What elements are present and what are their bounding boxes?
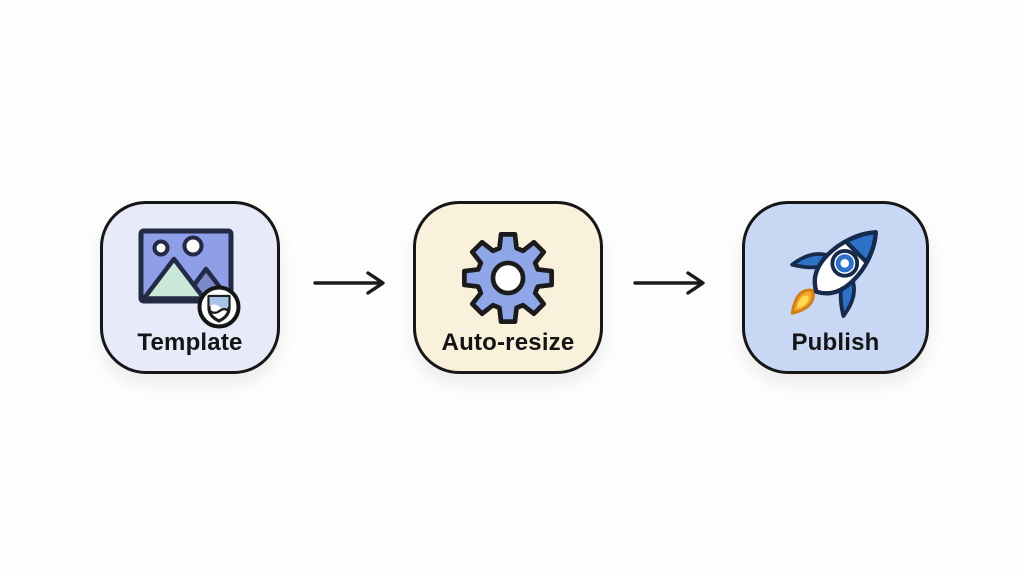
rocket-icon	[789, 230, 878, 318]
step-card-template: Template	[100, 201, 280, 374]
step-label-template: Template	[137, 329, 243, 356]
gear-icon	[462, 232, 554, 324]
step-card-publish: Publish	[742, 201, 929, 374]
arrow-right-icon	[633, 271, 705, 295]
arrow-right-icon	[313, 271, 385, 295]
step-card-auto-resize: Auto-resize	[413, 201, 603, 374]
step-label-auto-resize: Auto-resize	[441, 329, 575, 356]
step-label-publish: Publish	[791, 329, 880, 356]
image-with-shield-badge-icon	[138, 228, 241, 329]
